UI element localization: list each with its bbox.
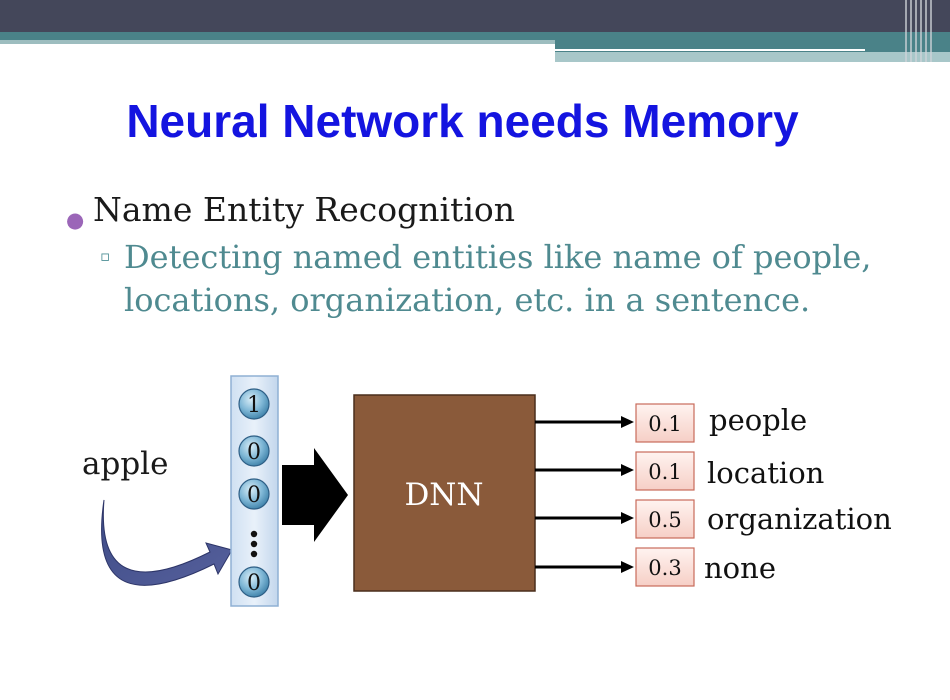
output-label-location: location bbox=[707, 456, 824, 490]
vector-element: 0 bbox=[238, 478, 270, 510]
bullet-dot: ● bbox=[66, 208, 85, 232]
output-label-none: none bbox=[704, 551, 776, 585]
header-bar bbox=[0, 0, 950, 32]
vector-value: 1 bbox=[247, 393, 261, 418]
slide-title: Neural Network needs Memory bbox=[126, 95, 799, 147]
vector-value: 0 bbox=[247, 440, 261, 465]
input-word: apple bbox=[82, 446, 168, 482]
sub-bullet-square: ▫ bbox=[100, 247, 111, 265]
input-arrow-curve bbox=[101, 499, 233, 586]
header-accent-stripe bbox=[0, 32, 950, 40]
output-arrow bbox=[535, 464, 634, 476]
dnn-box bbox=[353, 394, 536, 592]
output-arrow bbox=[535, 561, 634, 573]
output-score-box: 0.1 bbox=[635, 451, 695, 491]
sub-bullet-text: Detecting named entities like name of pe… bbox=[124, 238, 872, 319]
vector-element: 0 bbox=[238, 566, 270, 598]
vector-circle bbox=[238, 566, 270, 598]
block-arrow bbox=[282, 448, 348, 542]
header-accent-stripe-light bbox=[0, 40, 555, 44]
vector-element: 1 bbox=[238, 388, 270, 420]
vector-circle bbox=[238, 435, 270, 467]
output-score: 0.3 bbox=[648, 556, 681, 580]
output-arrow bbox=[535, 512, 634, 524]
vector-element: 0 bbox=[238, 435, 270, 467]
header-accent-line bbox=[555, 49, 865, 51]
dnn-label: DNN bbox=[404, 477, 483, 513]
header-stripes bbox=[905, 0, 935, 62]
output-label-organization: organization bbox=[707, 502, 892, 536]
output-score: 0.1 bbox=[648, 460, 681, 484]
bullet-text: Name Entity Recognition bbox=[93, 190, 516, 229]
output-score-box: 0.1 bbox=[635, 403, 695, 443]
vector-circle bbox=[238, 388, 270, 420]
output-score-box: 0.3 bbox=[635, 547, 695, 587]
header-accent-block-light bbox=[555, 52, 950, 62]
output-arrow bbox=[535, 416, 634, 428]
vector-value: 0 bbox=[247, 571, 261, 596]
vector-ellipsis bbox=[250, 530, 258, 558]
output-score: 0.1 bbox=[648, 412, 681, 436]
vector-value: 0 bbox=[247, 483, 261, 508]
vector-circle bbox=[238, 478, 270, 510]
output-label-people: people bbox=[709, 403, 807, 437]
output-score: 0.5 bbox=[648, 508, 681, 532]
output-score-box: 0.5 bbox=[635, 499, 695, 539]
